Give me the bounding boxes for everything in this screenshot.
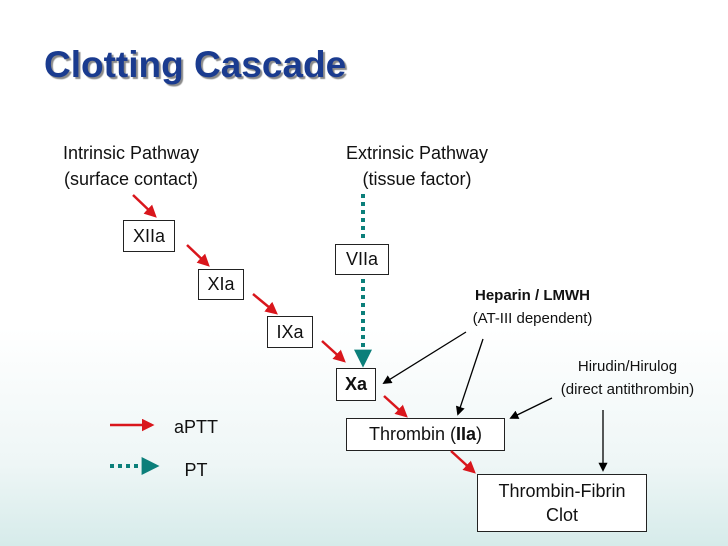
page-title: Clotting Cascade	[44, 44, 347, 85]
factor-xia-label: XIa	[207, 274, 235, 294]
factor-xa-label: Xa	[344, 374, 368, 394]
legend-aptt-label: aPTT	[173, 417, 218, 437]
arrow-xia-to-ixa	[252, 293, 278, 315]
arrow-intrinsic-to-xiia	[132, 194, 157, 218]
thrombin-suffix: )	[476, 424, 483, 444]
factor-xiia-box: XIIa	[123, 220, 175, 252]
heparin-name: Heparin / LMWH	[475, 287, 590, 304]
arrow-ixa-to-xa	[321, 340, 346, 363]
heparin-label-group: Heparin / LMWH (AT-III dependent)	[440, 287, 625, 327]
factor-viia-box: VIIa	[335, 244, 389, 275]
factor-xia-box: XIa	[198, 269, 244, 300]
thrombin-label: Thrombin (IIa)	[369, 424, 482, 445]
legend-pt-label: PT	[184, 460, 208, 480]
thrombin-fibrin-clot-box: Thrombin-Fibrin Clot	[477, 474, 647, 532]
clot-label-line2: Clot	[545, 505, 578, 525]
thrombin-prefix: Thrombin (	[368, 424, 456, 444]
intrinsic-pathway-subtitle: (surface contact)	[63, 169, 199, 189]
arrow-thrombin-to-clot	[450, 450, 476, 474]
arrow-heparin-to-thrombin	[455, 338, 484, 416]
hirudin-note: (direct antithrombin)	[560, 381, 695, 398]
intrinsic-pathway-title: Intrinsic Pathway	[62, 143, 200, 163]
arrow-hirudin-to-thrombin	[509, 397, 553, 419]
factor-xa-box: Xa	[336, 368, 376, 401]
hirudin-name: Hirudin/Hirulog	[577, 358, 678, 375]
arrow-xiia-to-xia	[186, 244, 210, 267]
factor-ixa-label: IXa	[276, 321, 304, 342]
extrinsic-pathway-subtitle: (tissue factor)	[362, 169, 472, 189]
thrombin-box: Thrombin (IIa)	[346, 418, 505, 451]
factor-xiia-label: XIIa	[132, 225, 166, 246]
hirudin-label-group: Hirudin/Hirulog (direct antithrombin)	[535, 358, 720, 398]
extrinsic-pathway-title: Extrinsic Pathway	[345, 143, 489, 163]
factor-ixa-box: IXa	[267, 316, 313, 348]
intrinsic-pathway-heading: Intrinsic Pathway (surface contact)	[46, 143, 216, 190]
factor-viia-label: VIIa	[345, 249, 379, 269]
clot-label-line1: Thrombin-Fibrin	[498, 481, 626, 501]
heparin-note: (AT-III dependent)	[472, 310, 593, 327]
thrombin-iia: IIa	[456, 424, 477, 444]
extrinsic-pathway-heading: Extrinsic Pathway (tissue factor)	[328, 143, 506, 190]
arrow-heparin-to-xa	[382, 331, 467, 384]
arrow-xa-to-thrombin	[383, 395, 408, 418]
